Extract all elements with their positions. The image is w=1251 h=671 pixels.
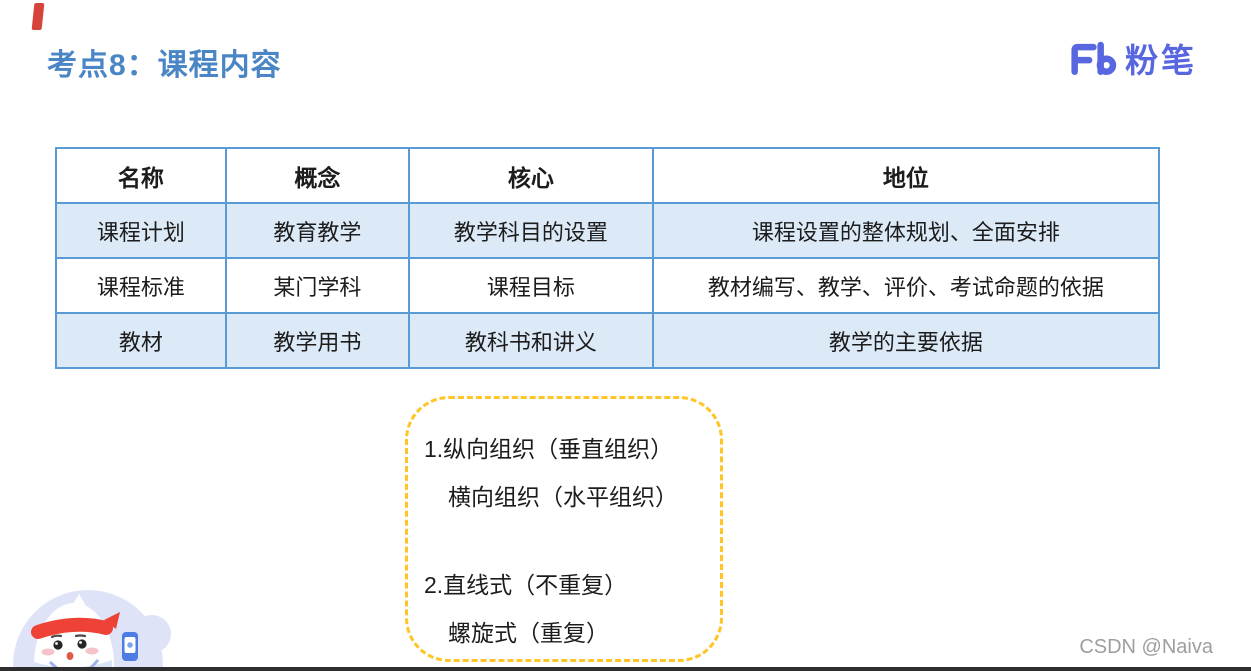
course-content-table: 名称 概念 核心 地位 课程计划 教育教学 教学科目的设置 课程设置的整体规划、…	[55, 147, 1161, 369]
fenbi-logo-text: 粉笔	[1125, 42, 1197, 79]
table-cell: 课程标准	[55, 257, 227, 314]
bottom-edge-bar	[0, 667, 1251, 671]
note-line-spiral: 螺旋式（重复）	[448, 620, 609, 646]
note-line-horizontal: 横向组织（水平组织）	[448, 484, 678, 510]
table-cell: 课程设置的整体规划、全面安排	[651, 202, 1161, 259]
table-cell: 教学用书	[224, 312, 410, 369]
csdn-watermark: CSDN @Naiva	[1079, 636, 1213, 658]
table-cell: 教育教学	[224, 202, 410, 259]
table-cell: 教科书和讲义	[407, 312, 654, 369]
table-row: 教材 教学用书 教科书和讲义 教学的主要依据	[55, 312, 1161, 369]
table-cell: 课程计划	[55, 202, 227, 259]
table-cell: 课程目标	[407, 257, 654, 314]
table-cell: 教学科目的设置	[407, 202, 654, 259]
col-header-name: 名称	[55, 147, 227, 204]
table-row: 课程计划 教育教学 教学科目的设置 课程设置的整体规划、全面安排	[55, 202, 1161, 259]
organization-note-box: 1.纵向组织（垂直组织） 横向组织（水平组织） 2.直线式（不重复） 螺旋式（重…	[405, 396, 723, 662]
table-header-row: 名称 概念 核心 地位	[55, 147, 1161, 204]
note-line-linear: 2.直线式（不重复）	[424, 572, 628, 598]
table-cell: 教材编写、教学、评价、考试命题的依据	[651, 257, 1161, 314]
note-line-vertical: 1.纵向组织（垂直组织）	[424, 436, 674, 462]
table-row: 课程标准 某门学科 课程目标 教材编写、教学、评价、考试命题的依据	[55, 257, 1161, 314]
page-title: 考点8：课程内容	[47, 49, 282, 82]
corner-red-mark	[31, 3, 45, 30]
fenbi-fb-monogram-icon	[1071, 41, 1117, 75]
table-cell: 教学的主要依据	[651, 312, 1161, 369]
col-header-status: 地位	[651, 147, 1161, 204]
fenbi-logo: 粉笔	[1066, 34, 1197, 82]
fenbi-chalk-mascot-icon	[13, 590, 171, 671]
table-cell: 某门学科	[224, 257, 410, 314]
col-header-concept: 概念	[224, 147, 410, 204]
col-header-core: 核心	[407, 147, 654, 204]
table-cell: 教材	[55, 312, 227, 369]
